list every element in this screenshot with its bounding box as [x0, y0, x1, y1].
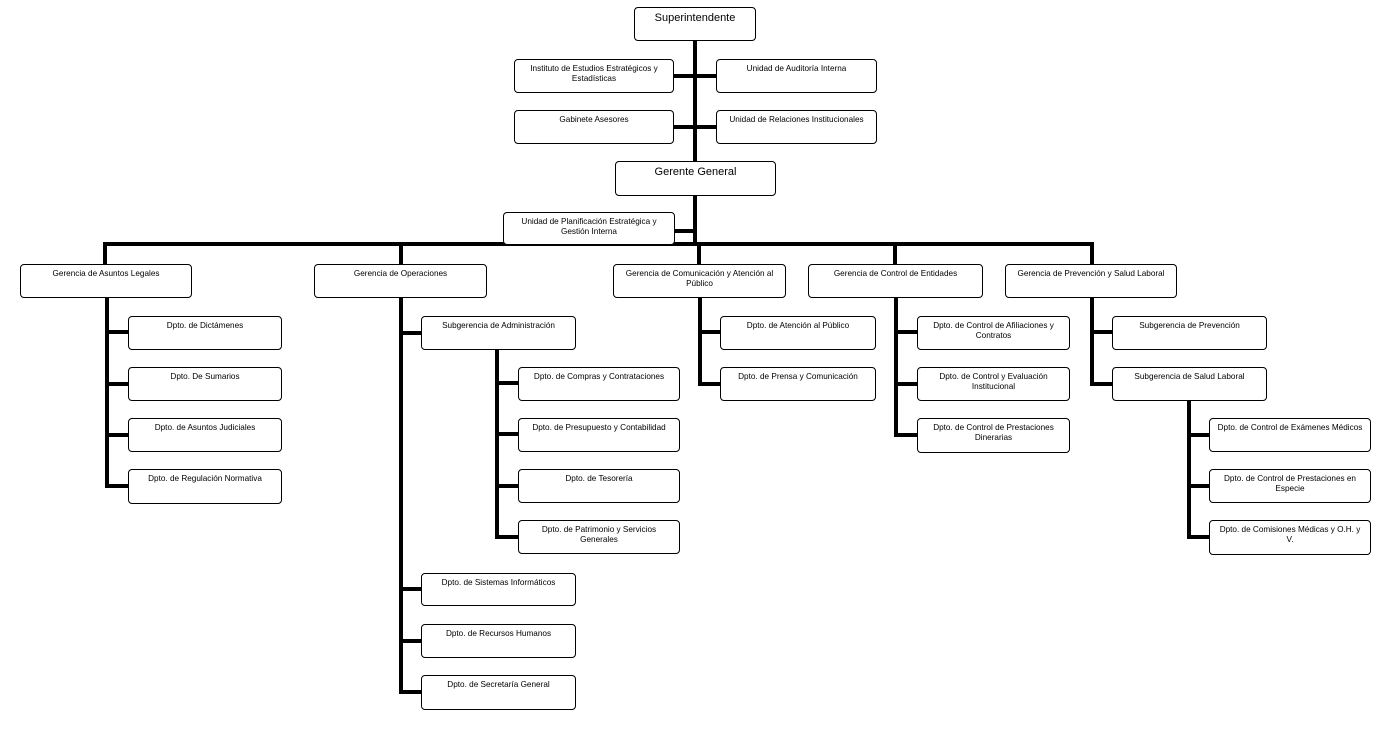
node-dpto-presupuesto: Dpto. de Presupuesto y Contabilidad	[518, 418, 680, 452]
node-auditoria-interna: Unidad de Auditoría Interna	[716, 59, 877, 93]
node-dpto-asuntos-judiciales: Dpto. de Asuntos Judiciales	[128, 418, 282, 452]
node-dpto-prestaciones-dinerarias: Dpto. de Control de Prestaciones Dinerar…	[917, 418, 1070, 453]
node-gerencia-control-entidades: Gerencia de Control de Entidades	[808, 264, 983, 298]
node-dpto-comisiones-medicas: Dpto. de Comisiones Médicas y O.H. y V.	[1209, 520, 1371, 555]
node-dpto-recursos-humanos: Dpto. de Recursos Humanos	[421, 624, 576, 658]
node-dpto-regulacion-normativa: Dpto. de Regulación Normativa	[128, 469, 282, 504]
node-dpto-examenes-medicos: Dpto. de Control de Exámenes Médicos	[1209, 418, 1371, 452]
node-dpto-tesoreria: Dpto. de Tesorería	[518, 469, 680, 503]
node-dpto-dictamenes: Dpto. de Dictámenes	[128, 316, 282, 350]
node-instituto-estudios: Instituto de Estudios Estratégicos y Est…	[514, 59, 674, 93]
node-gerencia-operaciones: Gerencia de Operaciones	[314, 264, 487, 298]
node-dpto-patrimonio: Dpto. de Patrimonio y Servicios Generale…	[518, 520, 680, 554]
node-gerencia-asuntos-legales: Gerencia de Asuntos Legales	[20, 264, 192, 298]
node-subgerencia-administracion: Subgerencia de Administración	[421, 316, 576, 350]
node-superintendente: Superintendente	[634, 7, 756, 41]
node-dpto-sistemas-informaticos: Dpto. de Sistemas Informáticos	[421, 573, 576, 606]
node-gerencia-comunicacion: Gerencia de Comunicación y Atención al P…	[613, 264, 786, 298]
node-dpto-prensa-comunicacion: Dpto. de Prensa y Comunicación	[720, 367, 876, 401]
node-gabinete-asesores: Gabinete Asesores	[514, 110, 674, 144]
node-dpto-control-afiliaciones: Dpto. de Control de Afiliaciones y Contr…	[917, 316, 1070, 350]
node-gerencia-prevencion-salud: Gerencia de Prevención y Salud Laboral	[1005, 264, 1177, 298]
node-gerente-general: Gerente General	[615, 161, 776, 196]
node-dpto-prestaciones-especie: Dpto. de Control de Prestaciones en Espe…	[1209, 469, 1371, 503]
node-dpto-atencion-publico: Dpto. de Atención al Público	[720, 316, 876, 350]
node-dpto-control-evaluacion: Dpto. de Control y Evaluación Institucio…	[917, 367, 1070, 401]
node-planificacion-estrategica: Unidad de Planificación Estratégica y Ge…	[503, 212, 675, 245]
node-subgerencia-salud-laboral: Subgerencia de Salud Laboral	[1112, 367, 1267, 401]
node-dpto-sumarios: Dpto. De Sumarios	[128, 367, 282, 401]
node-subgerencia-prevencion: Subgerencia de Prevención	[1112, 316, 1267, 350]
node-dpto-compras: Dpto. de Compras y Contrataciones	[518, 367, 680, 401]
node-relaciones-institucionales: Unidad de Relaciones Institucionales	[716, 110, 877, 144]
node-dpto-secretaria-general: Dpto. de Secretaría General	[421, 675, 576, 710]
